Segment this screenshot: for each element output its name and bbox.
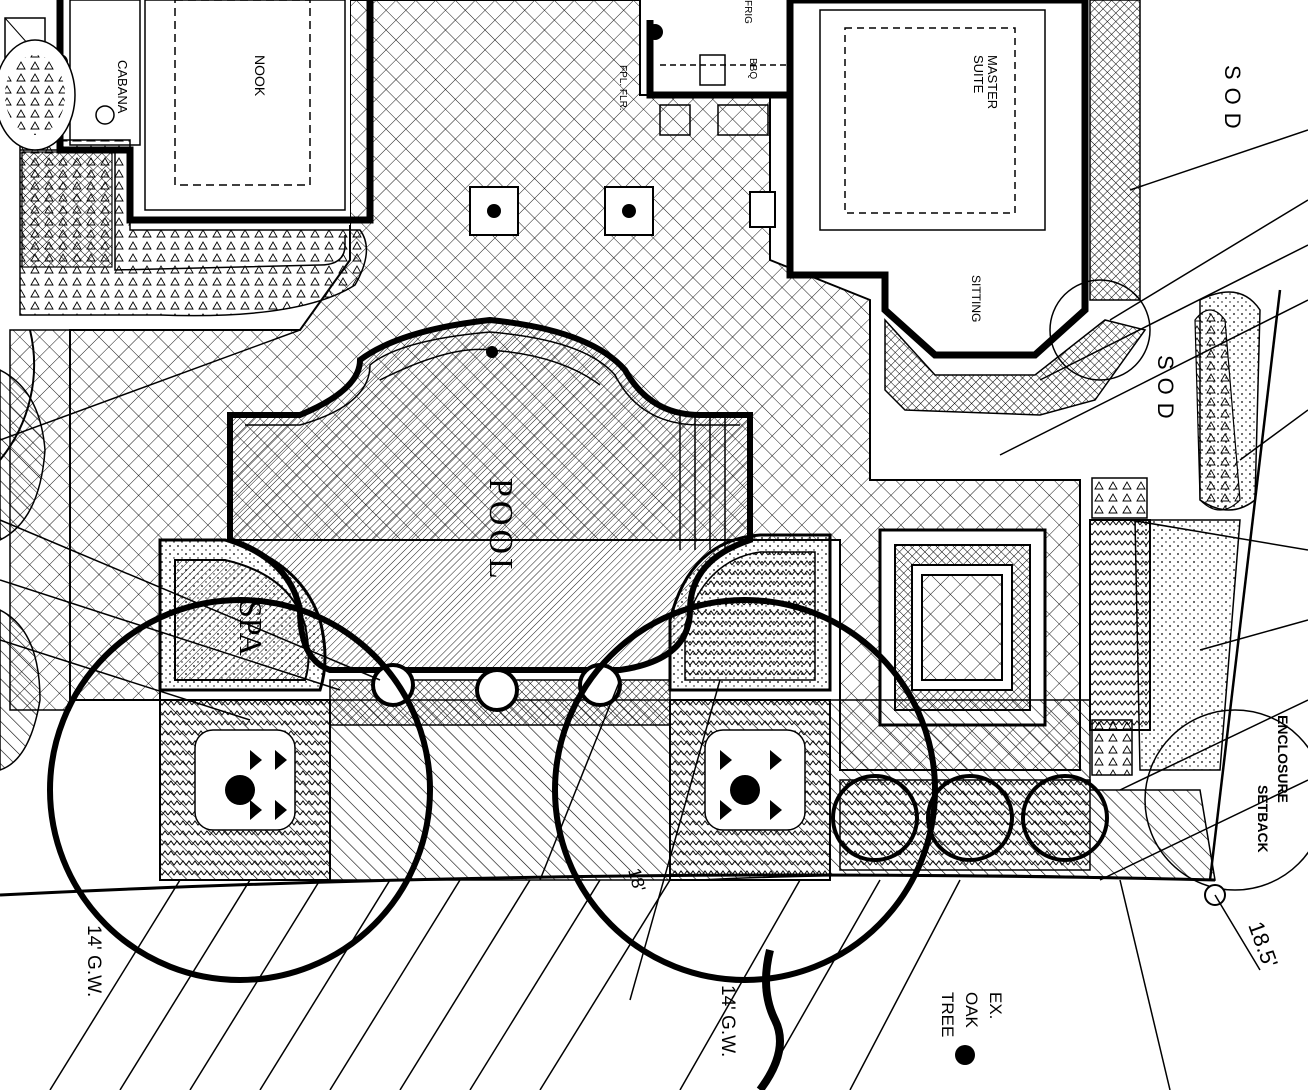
sod-label-lower: SOD (1153, 355, 1178, 427)
driveway-hatch (49, 879, 1171, 1090)
east-planter-bed (1089, 477, 1241, 776)
tree-label-right: 14' G.W. (717, 985, 738, 1057)
house-master-suite: MASTER SUITE SITTING (786, 0, 1147, 416)
outdoor-kitchen: BBQ FRIG FPL. FLR. (617, 0, 790, 136)
raised-planter-east (668, 533, 832, 692)
fountain (878, 528, 1047, 727)
leader-lines (0, 129, 1308, 1001)
pool-label: POOL (482, 478, 519, 583)
sod-label-upper: SOD (1220, 65, 1245, 137)
bbq-label: BBQ (747, 58, 758, 79)
sitting-label: SITTING (969, 275, 983, 322)
oak-tree-label: EX. OAK TREE (938, 992, 1005, 1037)
tree-south-center (552, 597, 938, 983)
existing-oak-tree: EX. OAK TREE (756, 949, 1005, 1090)
west-planting-beds (0, 39, 368, 771)
fireplace-note: FPL. FLR. (617, 65, 628, 111)
property-lines (0, 289, 1282, 971)
tree-southwest (47, 597, 433, 983)
east-planting-strip: SOD SOD (1089, 0, 1261, 511)
small-trees-row (831, 279, 1308, 891)
spa: SPA (158, 538, 327, 692)
deck-columns (469, 186, 776, 236)
cabana-label: CABANA (115, 60, 130, 114)
nook-label: NOOK (252, 55, 268, 97)
setback-label: ENCLOSURE SETBACK (1255, 715, 1291, 853)
master-suite-label: MASTER SUITE (971, 55, 1000, 113)
setback-dimension: 18.5' (1243, 918, 1283, 971)
tree-label-left: 14' G.W. (83, 925, 104, 997)
spa-label: SPA (233, 600, 269, 656)
frig-label: FRIG (742, 0, 753, 24)
